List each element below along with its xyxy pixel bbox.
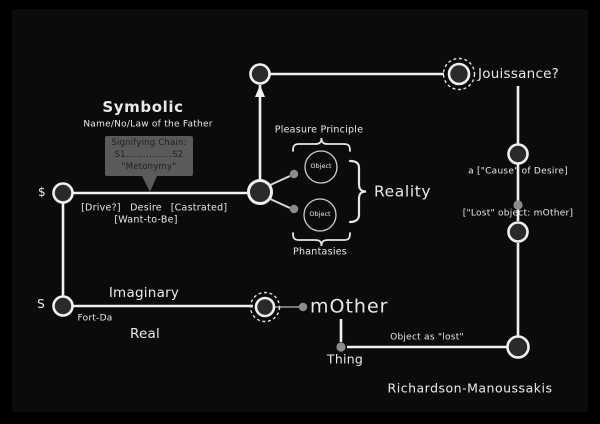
nodes [52, 62, 530, 359]
ring-real-junction [249, 291, 281, 323]
object-top-label: Object [310, 162, 332, 171]
real-label: Real [129, 325, 161, 342]
node-lost-object [507, 221, 529, 243]
ring-jouissance [442, 57, 476, 91]
node-center [247, 179, 273, 205]
node-subject [52, 295, 74, 317]
gray-dots [289, 169, 523, 352]
circle-object-top [304, 150, 338, 184]
object-circles [303, 150, 338, 232]
node-top-left [249, 63, 271, 85]
diagram-background [12, 9, 588, 412]
callout-line3: "Metonymy" [121, 161, 177, 172]
desire-label: Desire [130, 202, 162, 214]
signifying-chain-callout: Signifying Chain: S1................S2 "… [105, 136, 193, 192]
castrated-label: [Castrated] [170, 202, 228, 214]
symbolic-subtitle: Name/No/Law of the Father [83, 119, 213, 130]
jouissance-label: Jouissance? [478, 65, 560, 82]
node-bottom-right [506, 335, 530, 359]
dot-mother [298, 302, 308, 312]
node-real-junction [254, 296, 276, 318]
diagonal-lines [267, 175, 291, 209]
mother-label: mOther [310, 295, 389, 318]
fort-da-label: Fort-Da [77, 313, 113, 324]
brace-reality [348, 159, 367, 224]
brace-pleasure-principle [292, 137, 351, 152]
callout-line1: Signifying Chain: [111, 138, 187, 149]
dot-object-top [289, 169, 299, 179]
connector-lines [61, 72, 520, 349]
reality-label: Reality [374, 182, 432, 201]
cause-of-desire-label: a ["Cause" of Desire] [468, 166, 568, 177]
attribution-label: Richardson-Manoussakis [387, 380, 553, 396]
drive-label: [Drive?] [81, 202, 121, 214]
barred-subject-label: $ [38, 184, 46, 199]
braces [292, 137, 367, 247]
dashed-rings [249, 57, 476, 323]
callout-tail [142, 176, 157, 192]
dot-object-bottom [289, 204, 299, 214]
imaginary-label: Imaginary [108, 284, 180, 301]
edge-center-to-object-top [267, 175, 291, 187]
callout-line2: S1................S2 [114, 150, 184, 161]
dot-thing [336, 342, 346, 352]
node-jouissance [447, 62, 471, 86]
pleasure-principle-label: Pleasure Principle [274, 124, 364, 136]
dot-lost-object [513, 200, 523, 210]
edge-center-to-object-bottom [267, 197, 291, 209]
circle-object-bottom [303, 198, 337, 232]
subject-label: S [37, 296, 45, 311]
symbolic-title: Symbolic [102, 98, 184, 116]
node-barred-subject [52, 182, 74, 204]
object-bottom-label: Object [309, 210, 331, 219]
thing-label: Thing [326, 351, 364, 367]
node-cause-of-desire [507, 143, 529, 165]
object-as-lost-label: Object as "lost" [390, 332, 464, 343]
brace-phantasies [292, 232, 351, 247]
lost-object-label: ["Lost" object: mOther] [462, 208, 574, 219]
phantasies-label: Phantasies [292, 246, 348, 258]
arrow-up-icon [255, 85, 265, 97]
want-to-be-label: [Want-to-Be] [114, 214, 178, 226]
